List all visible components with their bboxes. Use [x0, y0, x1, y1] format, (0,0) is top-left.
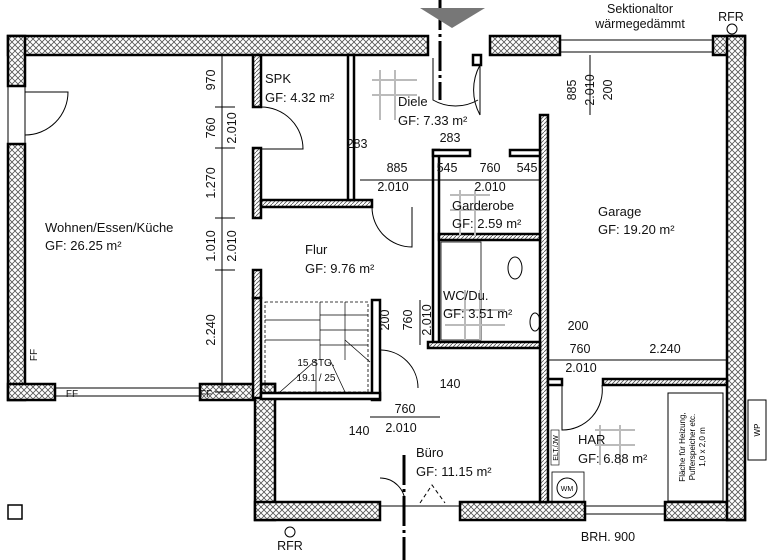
dim-label: 545 — [517, 161, 538, 175]
wm-label: WM — [561, 486, 574, 493]
dim-label: 885 — [387, 161, 408, 175]
dim-label: 760 — [401, 310, 415, 331]
room-area-buero: GF: 11.15 m² — [416, 464, 492, 479]
fixtures: WM Fläche für Heizung, Pufferspeicher et… — [372, 70, 767, 503]
dim-label: 2.010 — [565, 361, 596, 375]
room-name-garderobe: Garderobe — [452, 198, 514, 213]
ff-label: FF — [29, 349, 40, 361]
dim-label: 760 — [480, 161, 501, 175]
dim-label: 885 — [565, 80, 579, 101]
room-name-flur: Flur — [305, 242, 328, 257]
dim-label: 200 — [601, 80, 615, 101]
heat-pump-label: WP — [753, 424, 762, 437]
room-area-spk: GF: 4.32 m² — [265, 90, 335, 105]
dim-label: 283 — [440, 131, 461, 145]
room-area-garderobe: GF: 2.59 m² — [452, 216, 522, 231]
room-name-har: HAR — [578, 432, 605, 447]
room-area-har: GF: 6.88 m² — [578, 451, 648, 466]
dim-label: 140 — [349, 424, 370, 438]
dim-label: 1.010 — [204, 230, 218, 261]
furniture-grid — [372, 70, 635, 465]
room-name-diele: Diele — [398, 94, 428, 109]
room-area-flur: GF: 9.76 m² — [305, 261, 375, 276]
toilet-icon — [507, 256, 523, 280]
room-area-garage: GF: 19.20 m² — [598, 222, 675, 237]
storage-line3: 1,0 x 2,0 m — [698, 427, 707, 467]
room-name-buero: Büro — [416, 445, 443, 460]
dim-label: 970 — [204, 70, 218, 91]
storage-line2: Pufferspeicher etc. — [688, 414, 697, 481]
exterior-walls — [6, 34, 747, 522]
dim-label: 2.010 — [583, 74, 597, 105]
room-name-garage: Garage — [598, 204, 641, 219]
ff-label: FF — [66, 389, 78, 400]
room-area-diele: GF: 7.33 m² — [398, 113, 468, 128]
sink-icon — [529, 312, 541, 332]
dim-label: 2.010 — [225, 112, 239, 143]
dim-label: 2.010 — [474, 180, 505, 194]
dim-label: 760 — [570, 342, 591, 356]
dim-label: 283 — [347, 137, 368, 151]
dim-label: 2.010 — [225, 230, 239, 261]
dim-label: 140 — [440, 377, 461, 391]
rfr-label-bottom: RFR — [277, 539, 303, 553]
ff-label: FF — [200, 389, 212, 400]
room-name-spk: SPK — [265, 71, 291, 86]
garage-door-label-1: Sektionaltor — [607, 2, 673, 16]
room-area-wohnen: GF: 26.25 m² — [45, 238, 122, 253]
dim-label: 545 — [437, 161, 458, 175]
annotations: Sektionaltor wärmegedämmt RFR RFR BRH. 9… — [7, 2, 744, 553]
dim-label: 760 — [204, 118, 218, 139]
dim-label: 1.270 — [204, 167, 218, 198]
entrance-marker-icon — [420, 8, 485, 28]
dim-label: 2.010 — [420, 304, 434, 335]
dimension-lines — [215, 55, 727, 418]
staircase: 15 STG. 19.1 / 25 — [264, 301, 371, 393]
room-name-wohnen: Wohnen/Essen/Küche — [45, 220, 173, 235]
downpipe-icon — [284, 526, 296, 538]
corner-marker — [7, 504, 23, 520]
electrical-label: ELT./JW — [553, 435, 560, 461]
downpipe-icon — [726, 23, 738, 35]
dim-label: 200 — [568, 319, 589, 333]
room-name-wc: WC/Du. — [443, 288, 489, 303]
storage-line1: Fläche für Heizung, — [678, 412, 687, 481]
dim-label: 2.010 — [377, 180, 408, 194]
dimension-labels: 970 760 2.010 1.270 1.010 2.010 2.240 28… — [204, 70, 681, 438]
dim-label: 200 — [378, 310, 392, 331]
rfr-label-top: RFR — [718, 10, 744, 24]
dim-label: 2.010 — [385, 421, 416, 435]
dim-label: 2.240 — [649, 342, 680, 356]
stairs-count: 15 STG. — [297, 358, 334, 369]
doors — [24, 0, 603, 560]
garage-door-label-2: wärmegedämmt — [594, 17, 685, 31]
window-sill-label: BRH. 900 — [581, 530, 635, 544]
storage-area — [667, 392, 724, 502]
washing-machine-icon — [556, 477, 578, 499]
room-labels: SPK GF: 4.32 m² Diele GF: 7.33 m² Wohnen… — [45, 71, 675, 479]
dim-label: 760 — [395, 402, 416, 416]
dim-label: 2.240 — [204, 314, 218, 345]
room-area-wc: GF: 3.51 m² — [443, 306, 513, 321]
interior-walls — [251, 53, 729, 504]
stairs-ratio: 19.1 / 25 — [297, 373, 336, 384]
